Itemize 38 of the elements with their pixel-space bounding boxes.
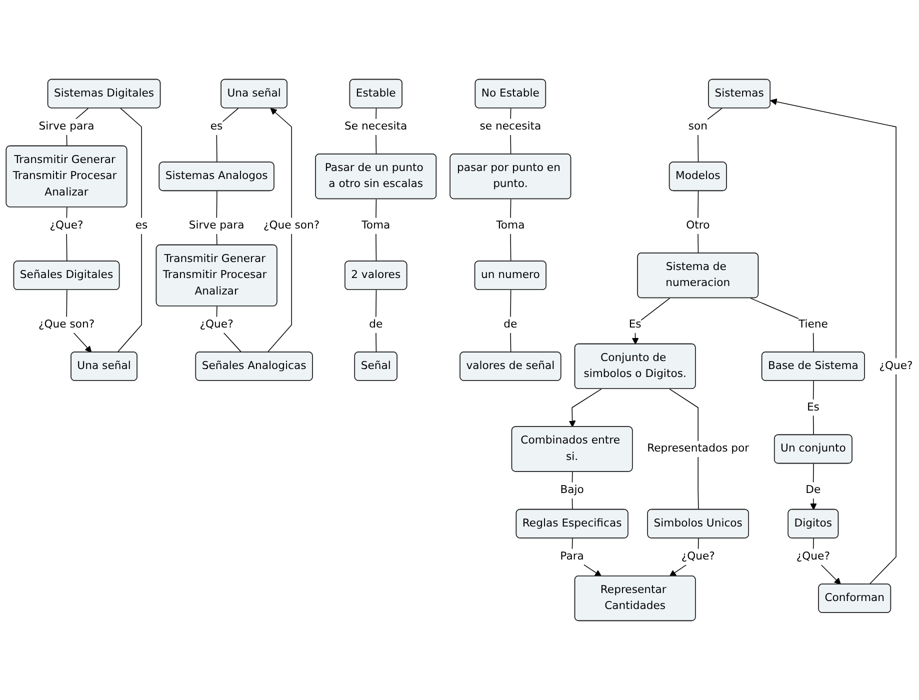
connector	[812, 380, 814, 436]
edge-label: es	[135, 219, 148, 232]
edge-label: Toma	[496, 219, 525, 232]
connector	[216, 108, 239, 163]
connector	[698, 108, 722, 163]
edge-label: Tiene	[798, 318, 828, 331]
connector	[510, 290, 512, 353]
edge-label: de	[369, 318, 383, 331]
edge-label: Sirve para	[188, 219, 244, 232]
arrow	[810, 463, 817, 510]
edge-label: ¿Que?	[200, 318, 234, 331]
edge-label: Para	[560, 550, 584, 563]
connector	[375, 290, 377, 353]
edge-label: ¿Que?	[50, 219, 84, 232]
arrow	[568, 388, 602, 428]
connector	[117, 108, 142, 353]
edge-label: Sirve para	[38, 120, 94, 133]
edge-label: ¿Que?	[879, 360, 913, 372]
arrow	[267, 108, 292, 353]
edge-label: ¿Que?	[796, 550, 830, 563]
edge-label: ¿Que son?	[264, 219, 320, 232]
edge-label: Otro	[686, 219, 710, 232]
edge-label: es	[210, 120, 223, 133]
edge-label: son	[688, 120, 708, 133]
edge-label: De	[806, 484, 821, 496]
arrow	[632, 298, 670, 344]
arrow	[572, 538, 602, 577]
edge-label: Es	[628, 318, 642, 331]
edge-label: se necesita	[480, 120, 542, 133]
edge-label: ¿Que son?	[38, 318, 95, 331]
edge-label: Representados por	[647, 442, 750, 455]
edge-label: de	[504, 318, 518, 331]
edge-label: ¿Que?	[681, 550, 715, 563]
edge-label: Bajo	[560, 484, 584, 496]
edge-label: Es	[806, 401, 820, 414]
connector	[698, 190, 699, 254]
edge-label: Toma	[362, 219, 390, 232]
edge-label: Se necesita	[344, 120, 408, 133]
